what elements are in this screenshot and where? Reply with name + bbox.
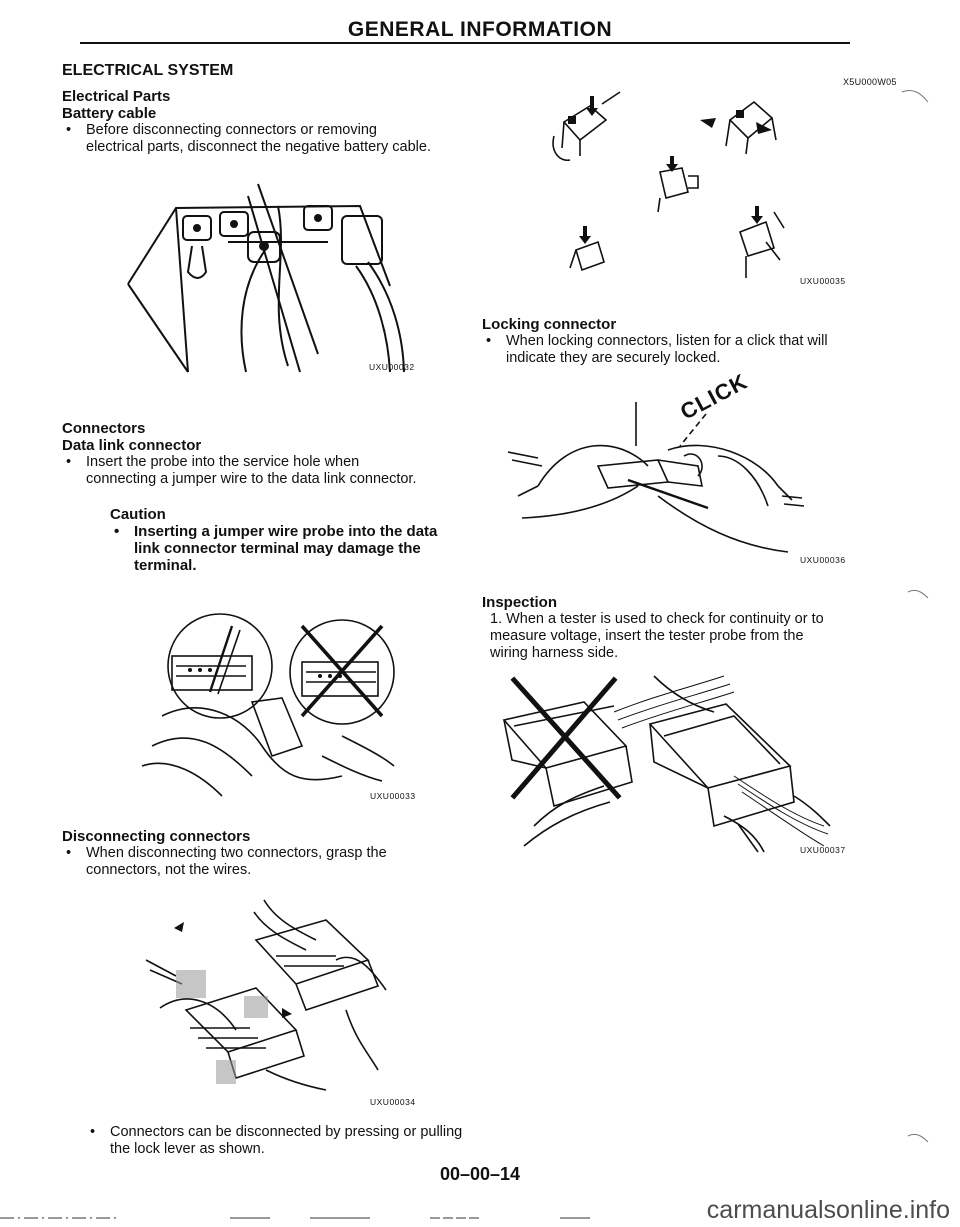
electrical-parts-block: Electrical Parts Battery cable Before di… <box>62 88 432 156</box>
heading-locking-connector: Locking connector <box>482 316 617 333</box>
figure-code-uxu00033: UXU00033 <box>370 791 416 801</box>
inspection-probe-illustration <box>502 675 831 853</box>
data-link-connector-illustration <box>141 613 395 797</box>
battery-cable-instruction: Before disconnecting connectors or remov… <box>62 122 438 156</box>
locking-instruction: When locking connectors, listen for a cl… <box>482 333 872 367</box>
figure-code-uxu00035: UXU00035 <box>800 276 846 286</box>
page-number: 00–00–14 <box>439 1164 521 1184</box>
inspection-block: Inspection 1. When a tester is used to c… <box>482 594 862 662</box>
figure-code-uxu00032: UXU00032 <box>369 362 415 372</box>
heading-connectors: Connectors <box>62 420 146 437</box>
caution-title: Caution <box>110 506 166 523</box>
document-code: X5U000W05 <box>843 77 897 87</box>
figure-code-uxu00034: UXU00034 <box>370 1097 416 1107</box>
page-header-title: GENERAL INFORMATION <box>347 18 613 41</box>
locking-connector-illustration <box>507 402 805 553</box>
disconnecting-connectors-illustration <box>145 899 387 1091</box>
heading-disconnecting-connectors: Disconnecting connectors <box>62 828 251 845</box>
disconnecting-instruction: When disconnecting two connectors, grasp… <box>62 845 446 879</box>
margin-scan-marks <box>901 89 929 1143</box>
watermark-text: carmanualsonline.info <box>706 1196 950 1224</box>
lock-lever-illustration <box>552 91 785 278</box>
locking-connector-block: Locking connector When locking connector… <box>482 316 862 367</box>
heading-data-link-connector: Data link connector <box>62 437 202 454</box>
data-link-instruction: Insert the probe into the service hole w… <box>62 454 426 488</box>
heading-inspection: Inspection <box>482 594 558 611</box>
caution-text: Inserting a jumper wire probe into the d… <box>110 523 450 574</box>
heading-electrical-parts: Electrical Parts <box>62 88 171 105</box>
battery-terminal-illustration <box>127 183 405 373</box>
bottom-scan-marks <box>0 1217 590 1219</box>
inspection-step-1: 1. When a tester is used to check for co… <box>490 611 824 661</box>
figure-code-uxu00037: UXU00037 <box>800 845 846 855</box>
connectors-block: Connectors Data link connector Insert th… <box>62 420 442 574</box>
disconnecting-block: Disconnecting connectors When disconnect… <box>62 828 442 879</box>
heading-battery-cable: Battery cable <box>62 105 157 122</box>
header-rule <box>80 42 850 44</box>
lock-lever-instruction: Connectors can be disconnected by pressi… <box>86 1124 470 1158</box>
section-title: ELECTRICAL SYSTEM <box>62 62 234 79</box>
figure-code-uxu00036: UXU00036 <box>800 555 846 565</box>
